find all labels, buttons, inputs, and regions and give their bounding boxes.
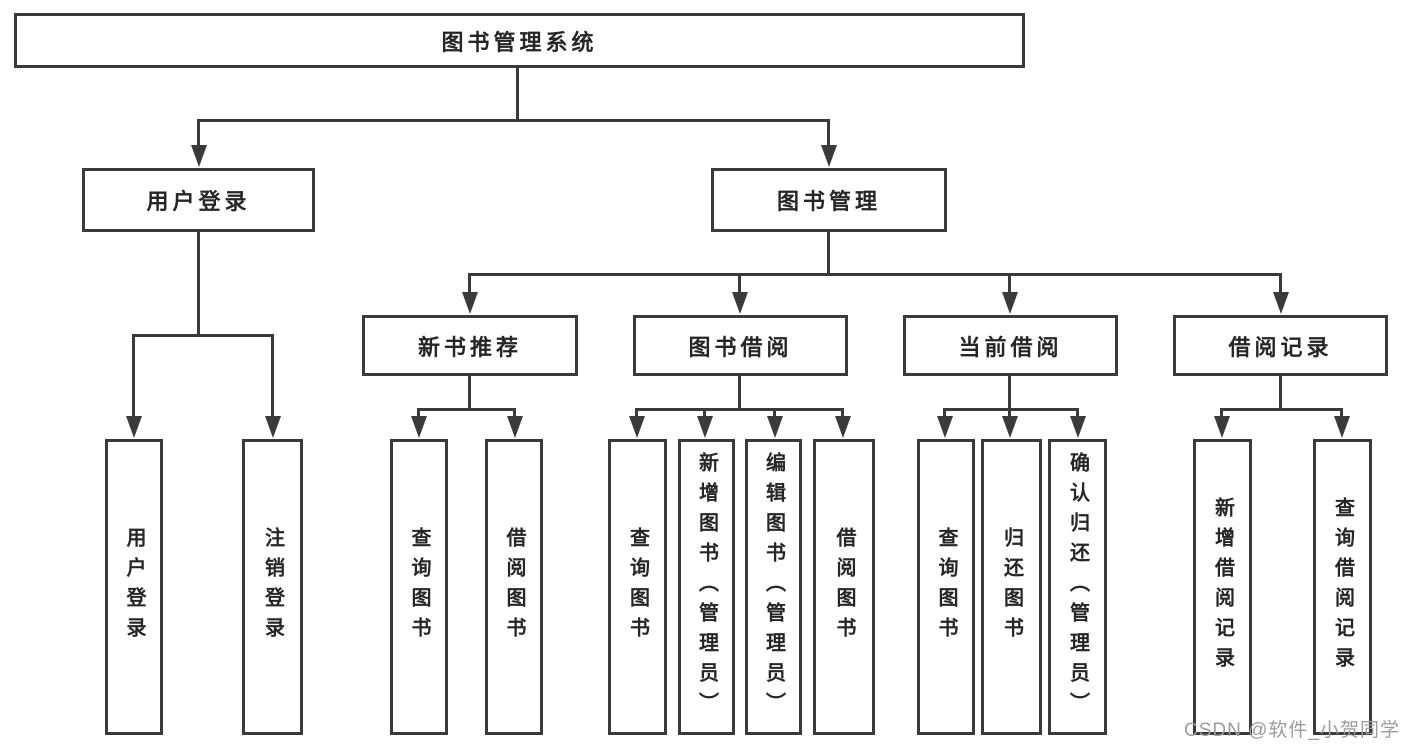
node-borrow-books-leaf: 借阅图书 <box>813 439 875 735</box>
arrow-down-icon <box>191 145 207 167</box>
node-label: 查询图书 <box>935 527 957 647</box>
node-add-borrow-record: 新增借阅记录 <box>1193 439 1252 735</box>
node-label: 新增图书（管理员） <box>695 452 718 722</box>
connector-line <box>943 408 946 418</box>
node-label: 用户登录 <box>123 527 145 647</box>
connector-line <box>1008 273 1011 294</box>
connector-line <box>417 408 516 411</box>
arrow-down-icon <box>265 416 281 438</box>
node-query-books-current: 查询图书 <box>917 439 975 735</box>
connector-line <box>516 68 519 120</box>
arrow-down-icon <box>1002 292 1018 314</box>
connector-line <box>468 273 471 294</box>
node-book-management: 图书管理 <box>711 168 947 232</box>
node-label: 新增借阅记录 <box>1211 497 1234 677</box>
connector-line <box>943 408 1079 411</box>
arrow-down-icon <box>835 416 851 438</box>
arrow-down-icon <box>767 416 783 438</box>
node-query-borrow-record: 查询借阅记录 <box>1313 439 1372 735</box>
node-user-login-leaf: 用户登录 <box>105 439 163 735</box>
arrow-down-icon <box>1334 416 1350 438</box>
node-query-books-borrow: 查询图书 <box>608 439 667 735</box>
node-label: 借阅图书 <box>503 527 525 647</box>
node-borrow-records: 借阅记录 <box>1173 315 1388 376</box>
connector-line <box>197 119 200 147</box>
connector-line <box>703 408 706 418</box>
node-borrow-books-recommend: 借阅图书 <box>485 439 543 735</box>
connector-line <box>841 408 844 418</box>
connector-line <box>635 408 844 411</box>
connector-line <box>468 273 1282 276</box>
arrow-down-icon <box>629 416 645 438</box>
connector-line <box>827 119 830 147</box>
connector-line <box>827 232 830 274</box>
node-return-books: 归还图书 <box>981 439 1042 735</box>
arrow-down-icon <box>411 416 427 438</box>
node-label: 图书借阅 <box>688 334 793 360</box>
arrow-down-icon <box>732 292 748 314</box>
arrow-down-icon <box>1214 416 1230 438</box>
connector-line <box>271 334 274 418</box>
node-query-books-recommend: 查询图书 <box>390 439 448 735</box>
node-label: 确认归还（管理员） <box>1066 452 1089 722</box>
arrow-down-icon <box>697 416 713 438</box>
node-edit-book-admin: 编辑图书（管理员） <box>745 439 802 735</box>
connector-line <box>738 273 741 294</box>
node-label: 用户登录 <box>146 189 251 214</box>
node-user-login: 用户登录 <box>82 168 315 232</box>
connector-line <box>1076 408 1079 418</box>
connector-line <box>197 119 830 122</box>
connector-line <box>1220 408 1223 418</box>
connector-line <box>1279 376 1282 409</box>
node-confirm-return-admin: 确认归还（管理员） <box>1048 439 1107 735</box>
node-new-book-recommend: 新书推荐 <box>362 315 578 376</box>
connector-line <box>1008 376 1011 409</box>
arrow-down-icon <box>1273 292 1289 314</box>
connector-line <box>417 408 420 418</box>
arrow-down-icon <box>462 292 478 314</box>
node-current-borrow: 当前借阅 <box>903 315 1118 376</box>
node-logout: 注销登录 <box>242 439 303 735</box>
node-label: 图书管理系统 <box>441 29 598 55</box>
connector-line <box>738 376 741 409</box>
arrow-down-icon <box>1002 416 1018 438</box>
connector-line <box>1220 408 1343 411</box>
watermark: CSDN @软件_小贺同学 <box>1184 720 1400 741</box>
node-add-book-admin: 新增图书（管理员） <box>678 439 735 735</box>
node-book-borrow: 图书借阅 <box>633 315 848 376</box>
node-label: 查询图书 <box>408 527 430 647</box>
node-label: 图书管理 <box>776 189 881 214</box>
node-label: 编辑图书（管理员） <box>762 452 785 722</box>
node-label: 借阅记录 <box>1228 334 1333 360</box>
node-label: 注销登录 <box>261 527 284 647</box>
connector-line <box>132 334 135 418</box>
connector-line <box>1340 408 1343 418</box>
node-label: 当前借阅 <box>958 334 1063 360</box>
connector-line <box>1279 273 1282 294</box>
connector-line <box>513 408 516 418</box>
node-label: 新书推荐 <box>417 334 522 360</box>
connector-line <box>635 408 638 418</box>
arrow-down-icon <box>937 416 953 438</box>
arrow-down-icon <box>126 416 142 438</box>
connector-line <box>1008 408 1011 418</box>
connector-line <box>773 408 776 418</box>
arrow-down-icon <box>1070 416 1086 438</box>
node-label: 借阅图书 <box>833 527 855 647</box>
node-library-management-system: 图书管理系统 <box>14 13 1025 68</box>
connector-line <box>132 334 274 337</box>
node-label: 查询图书 <box>626 527 649 647</box>
node-label: 归还图书 <box>1000 527 1023 647</box>
arrow-down-icon <box>507 416 523 438</box>
connector-line <box>197 232 200 335</box>
connector-line <box>468 376 471 409</box>
node-label: 查询借阅记录 <box>1331 497 1354 677</box>
arrow-down-icon <box>821 145 837 167</box>
